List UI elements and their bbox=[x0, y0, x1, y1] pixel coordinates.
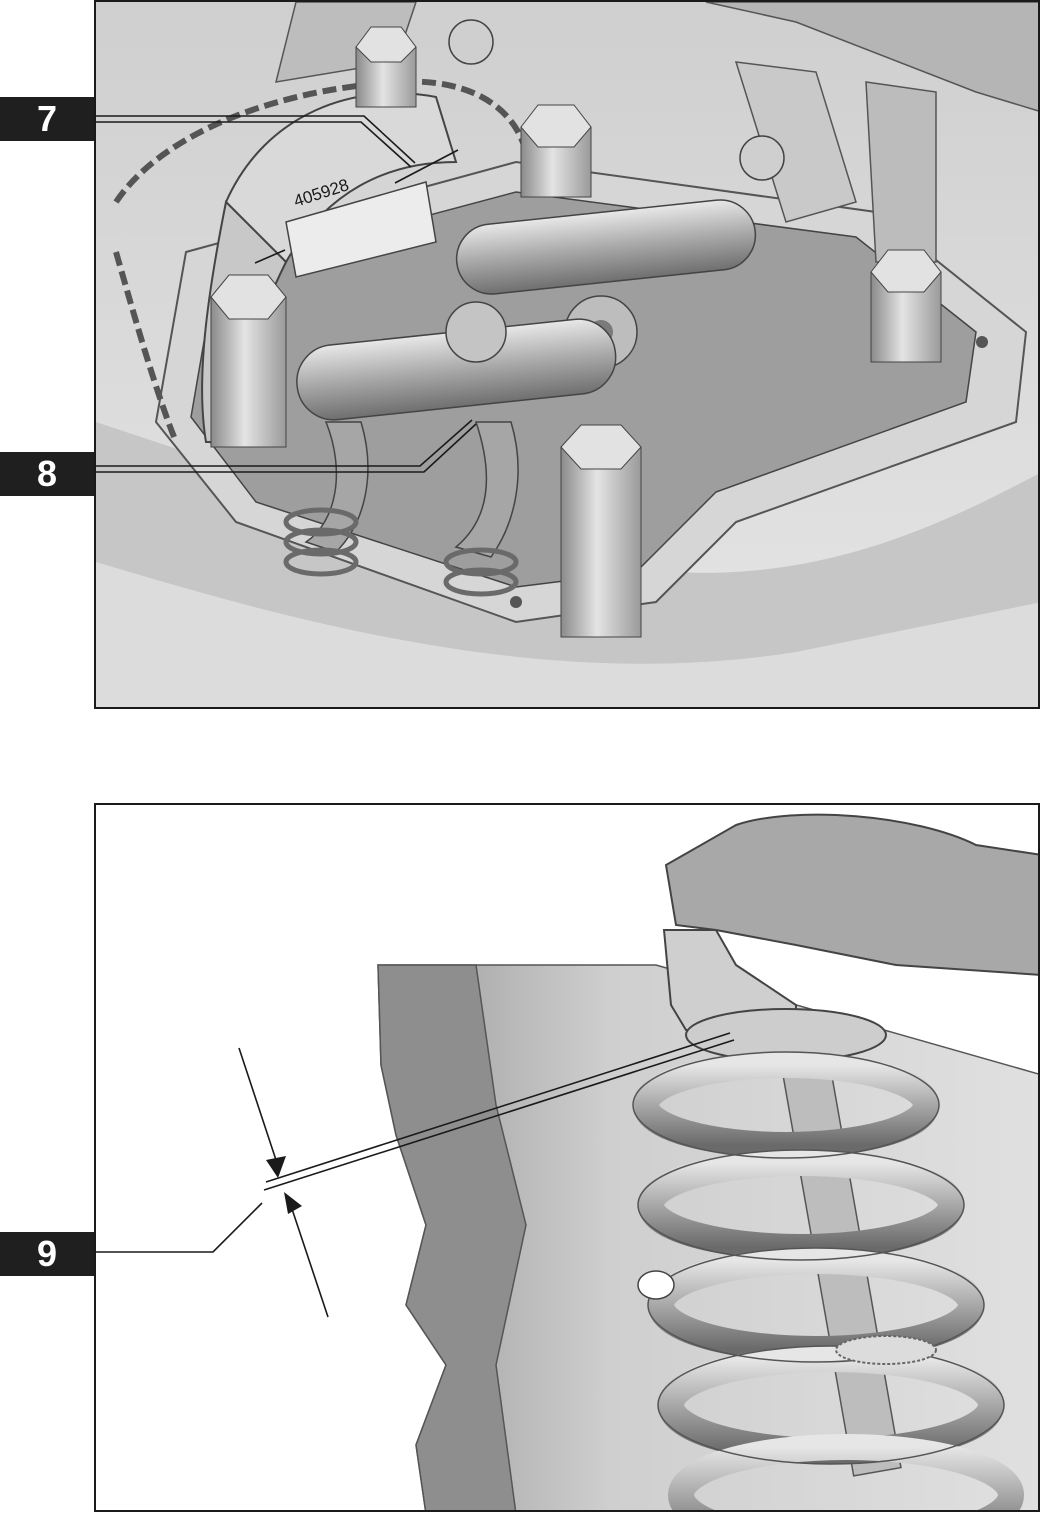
valve-clearance-drawing bbox=[96, 805, 1038, 1510]
camshaft-intake bbox=[296, 301, 617, 421]
valve-spring bbox=[633, 1052, 1024, 1510]
callout-9-label: 9 bbox=[0, 1232, 94, 1276]
callout-8-label: 8 bbox=[0, 452, 94, 496]
cylinder-head-bolts bbox=[210, 26, 942, 638]
camshaft-assembly-illustration: 405928 bbox=[94, 0, 1040, 709]
camshaft-assembly-drawing: 405928 bbox=[96, 2, 1038, 707]
callout-7-label: 7 bbox=[0, 97, 94, 141]
valve-clearance-illustration bbox=[94, 803, 1040, 1512]
